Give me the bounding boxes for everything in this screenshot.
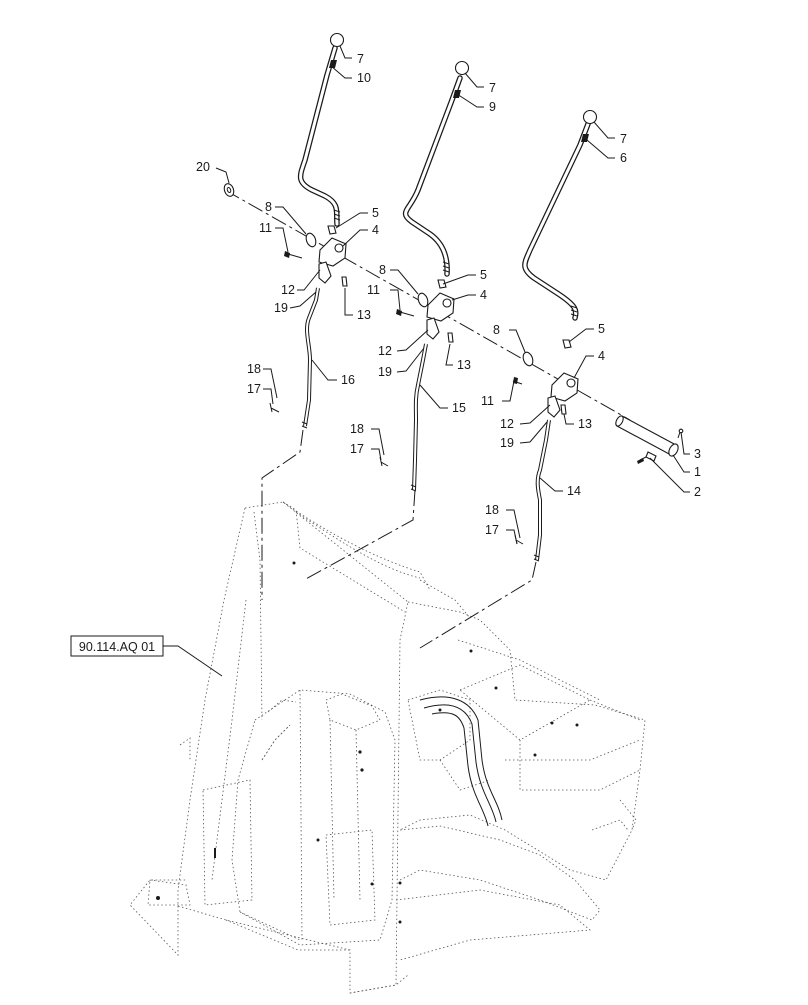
callout-17a: 17 [247, 382, 261, 396]
callout-8b: 8 [379, 263, 386, 277]
callout-19c: 19 [500, 436, 514, 450]
pivot-shaft-assembly [615, 415, 684, 464]
callout-4b: 4 [480, 288, 487, 302]
callout-19a: 19 [274, 301, 288, 315]
phantom-reference-lines [224, 189, 631, 649]
callout-9: 9 [489, 100, 496, 114]
callout-12c: 12 [500, 417, 514, 431]
callout-14: 14 [567, 484, 581, 498]
callout-13b: 13 [457, 358, 471, 372]
callout-8c: 8 [493, 323, 500, 337]
callout-8a: 8 [265, 200, 272, 214]
leader-lines [163, 45, 690, 677]
callout-5b: 5 [480, 268, 487, 282]
callout-16: 16 [341, 373, 355, 387]
callout-7a: 7 [357, 52, 364, 66]
callout-11b: 11 [367, 283, 380, 297]
callout-13c: 13 [578, 417, 592, 431]
callout-5c: 5 [598, 322, 605, 336]
callout-17b: 17 [350, 442, 364, 456]
callout-7c: 7 [620, 132, 627, 146]
callout-17c: 17 [485, 523, 499, 537]
callout-labels: 7 10 7 9 7 6 20 8 5 4 11 12 19 13 16 18 … [196, 52, 701, 537]
callout-11a: 11 [259, 221, 272, 235]
knob-icon [329, 32, 345, 48]
callout-4a: 4 [372, 223, 379, 237]
callout-6: 6 [620, 151, 627, 165]
callout-18c: 18 [485, 503, 499, 517]
reference-box[interactable]: 90.114.AQ 01 [70, 635, 164, 657]
callout-5a: 5 [372, 206, 379, 220]
cab-frame-outline [129, 501, 646, 994]
callout-18a: 18 [247, 362, 261, 376]
washer-part-20 [223, 183, 235, 197]
callout-13a: 13 [357, 308, 371, 322]
callout-4c: 4 [598, 349, 605, 363]
callout-20: 20 [196, 160, 210, 174]
knob-icon [454, 60, 470, 76]
lever-assembly-right [512, 109, 598, 562]
callout-15: 15 [452, 401, 466, 415]
callout-1: 1 [694, 465, 701, 479]
callout-12b: 12 [378, 344, 392, 358]
callout-7b: 7 [489, 81, 496, 95]
callout-18b: 18 [350, 422, 364, 436]
lever-assembly-middle [379, 60, 470, 492]
callout-12a: 12 [281, 283, 295, 297]
callout-19b: 19 [378, 365, 392, 379]
lever-assembly-left [269, 32, 348, 429]
knob-icon [582, 109, 598, 125]
reference-label: 90.114.AQ 01 [79, 640, 155, 654]
callout-3: 3 [694, 447, 701, 461]
callout-10: 10 [357, 71, 371, 85]
callout-11c: 11 [481, 394, 494, 408]
callout-2: 2 [694, 485, 701, 499]
